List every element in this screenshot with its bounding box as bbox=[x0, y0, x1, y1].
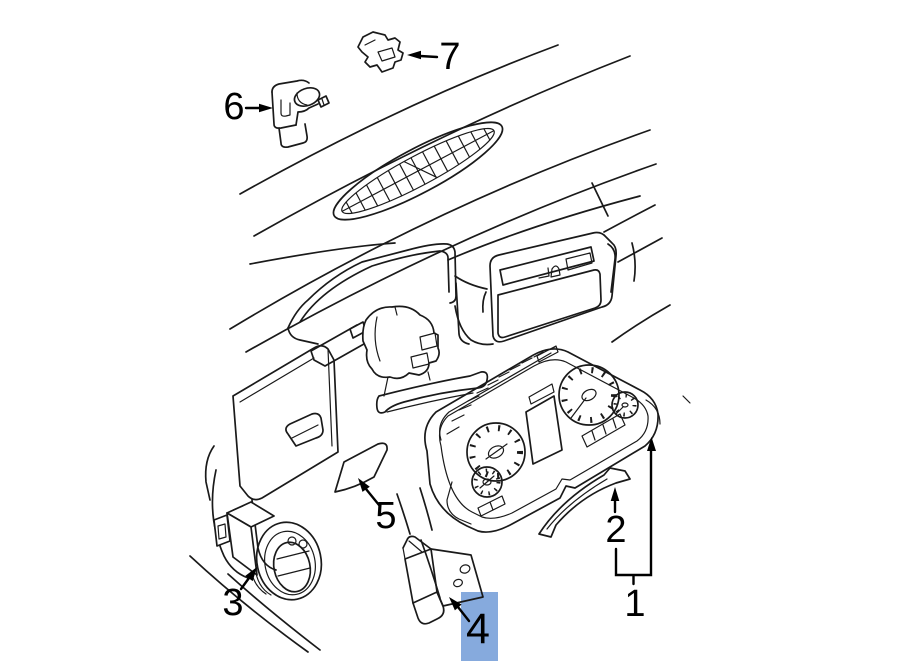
cluster-rib-ticks bbox=[446, 346, 556, 435]
module-flange bbox=[402, 535, 432, 550]
callout-2-arrowhead bbox=[610, 487, 620, 501]
switch-body-front bbox=[226, 512, 258, 576]
callout-5-arrowhead bbox=[358, 478, 370, 492]
callout-3-arrowhead bbox=[245, 567, 257, 582]
stack-lower-slot bbox=[497, 268, 602, 339]
column-head bbox=[361, 305, 440, 380]
part4-highlight bbox=[461, 592, 498, 661]
center-stack bbox=[481, 231, 618, 343]
temp-needle bbox=[479, 475, 495, 489]
callout-7-arrowhead bbox=[407, 50, 421, 60]
bolster-handle bbox=[285, 412, 324, 447]
steering-column bbox=[310, 305, 489, 414]
fuel-gauge bbox=[611, 391, 639, 419]
clip-part-7 bbox=[357, 31, 404, 73]
callout-4-arrowhead bbox=[449, 597, 462, 611]
ignition-switch-part-3 bbox=[213, 501, 323, 601]
switch-bezel-outer bbox=[255, 521, 323, 601]
dash-sweep-line bbox=[245, 163, 657, 353]
callout-1-label[interactable]: 1 bbox=[624, 583, 645, 625]
light-module-part-4 bbox=[402, 535, 498, 661]
stack-upper-slot bbox=[499, 246, 595, 286]
stack-panel bbox=[489, 231, 618, 343]
speedometer-needle bbox=[570, 397, 587, 419]
temp-gauge bbox=[471, 466, 503, 498]
module-left-face bbox=[404, 548, 438, 604]
dash-seam-line bbox=[591, 182, 609, 217]
hazard-button bbox=[550, 265, 561, 278]
callout-6[interactable]: 6 bbox=[223, 86, 273, 128]
dash-sweep-line bbox=[239, 44, 559, 195]
dash-sweep-line bbox=[603, 204, 656, 233]
dash-sweep-line bbox=[617, 237, 663, 263]
trim-strip-part-2 bbox=[538, 467, 631, 538]
callout-3-label[interactable]: 3 bbox=[222, 582, 243, 624]
tachometer-gauge bbox=[466, 422, 526, 482]
dash-seam-line bbox=[631, 242, 636, 282]
vent-outer bbox=[332, 121, 504, 221]
dash-sweep-line bbox=[229, 129, 651, 330]
callout-4[interactable]: 4 bbox=[449, 597, 490, 653]
callouts: 1 2 3 4 5 6 7 bbox=[222, 36, 656, 653]
switch-bezel-inner bbox=[272, 541, 312, 593]
callout-5[interactable]: 5 bbox=[358, 478, 397, 537]
callout-5-label[interactable]: 5 bbox=[375, 495, 396, 537]
dash-edge-line bbox=[454, 275, 488, 290]
cluster-inner-rim bbox=[438, 359, 649, 519]
lcd-display bbox=[525, 395, 563, 465]
fuel-needle bbox=[615, 406, 624, 415]
callout-7[interactable]: 7 bbox=[407, 36, 461, 78]
callout-6-arrowhead bbox=[259, 103, 273, 113]
cluster-hood bbox=[287, 243, 470, 345]
speedometer-gauge bbox=[558, 364, 620, 426]
callout-1-arrowhead bbox=[647, 437, 656, 451]
dash-sweep-line bbox=[249, 242, 396, 265]
cluster-rib-band bbox=[439, 352, 552, 441]
cluster-outer-rim bbox=[424, 348, 659, 533]
lens-part-5 bbox=[334, 442, 388, 493]
tachometer-needle bbox=[485, 443, 508, 460]
callout-6-label[interactable]: 6 bbox=[223, 86, 244, 128]
module-bottom-tab bbox=[412, 591, 445, 625]
callout-2-label[interactable]: 2 bbox=[605, 509, 626, 551]
dashboard-line-art bbox=[229, 44, 671, 353]
dash-sweep-line bbox=[611, 304, 671, 343]
callout-7-label[interactable]: 7 bbox=[439, 36, 460, 78]
switch-bezel-mid bbox=[264, 530, 316, 596]
callout-1[interactable]: 1 bbox=[614, 437, 656, 625]
instrument-cluster-part-1 bbox=[424, 345, 691, 533]
defroster-vent bbox=[332, 118, 504, 224]
sensor-base bbox=[278, 123, 309, 149]
callout-3[interactable]: 3 bbox=[222, 567, 257, 624]
sensor-nub bbox=[317, 95, 330, 108]
callout-4-label[interactable]: 4 bbox=[466, 605, 490, 653]
clip-window bbox=[377, 47, 396, 62]
lcd-window-small bbox=[528, 383, 555, 405]
segment-windows bbox=[477, 413, 626, 517]
vent-grille bbox=[340, 118, 496, 224]
switch-connector-nub bbox=[213, 514, 231, 547]
sensor-part-6 bbox=[271, 79, 330, 149]
sensor-dome bbox=[293, 87, 321, 107]
dash-sweep-line bbox=[447, 195, 641, 261]
column-shroud bbox=[375, 371, 489, 414]
dash-sweep-line bbox=[253, 55, 631, 237]
callout-2[interactable]: 2 bbox=[605, 487, 627, 551]
